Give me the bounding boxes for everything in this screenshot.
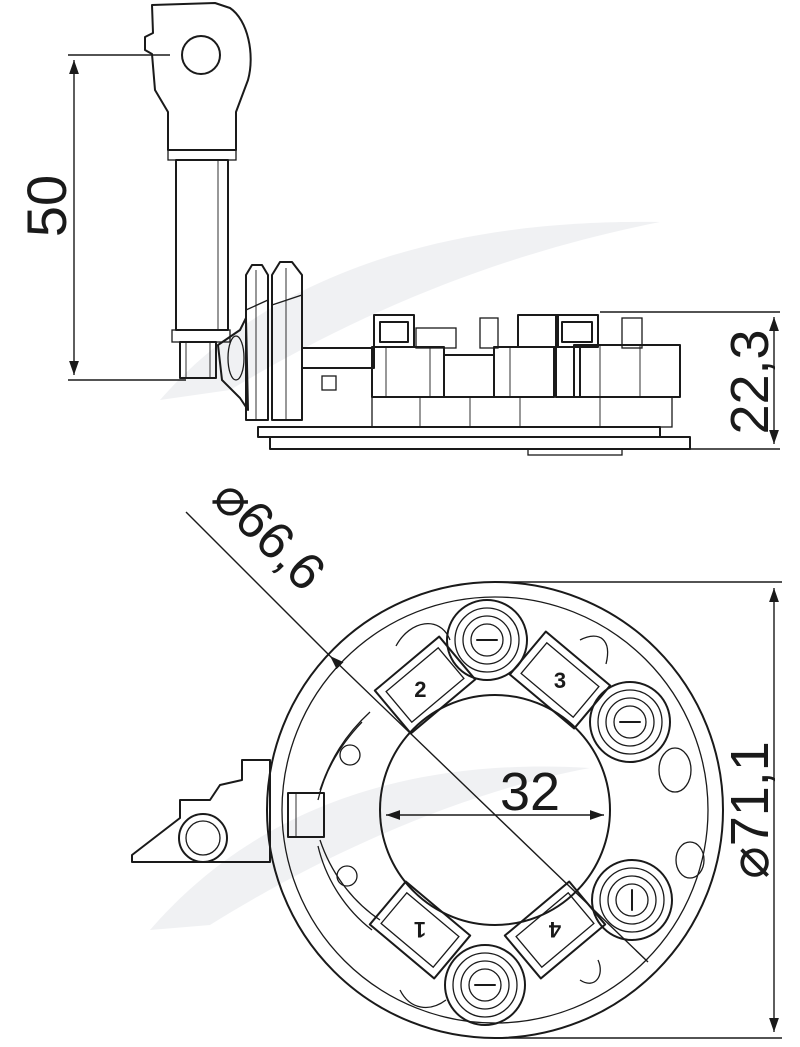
- dimension-71-1: ⌀71,1: [495, 581, 782, 1039]
- side-view: [144, 2, 691, 456]
- spring-right-top: [589, 681, 671, 763]
- terminal-lug: [144, 2, 252, 161]
- dimension-32-label: 32: [500, 762, 560, 822]
- dimension-66-6-label: ⌀66,6: [202, 467, 337, 602]
- brush-holder-body: [371, 314, 681, 428]
- small-nut: [321, 375, 337, 391]
- watermark: [150, 221, 660, 930]
- brush-number-3: 3: [554, 668, 566, 693]
- side-plates: [245, 261, 303, 421]
- lead-wires: [317, 623, 609, 1009]
- brush-number-1: 1: [414, 917, 426, 942]
- brush-number-2: 2: [414, 677, 426, 702]
- side-terminal: [131, 759, 325, 863]
- seal-grommet: [217, 317, 249, 411]
- terminal-rod: [171, 159, 231, 379]
- brush-holder-2: 2: [373, 635, 477, 735]
- base-plate: [257, 426, 691, 456]
- spring-top: [446, 599, 528, 681]
- shaft: [301, 347, 375, 369]
- dimension-50-label: 50: [15, 175, 78, 237]
- brush-holder-3: 3: [508, 630, 612, 730]
- dimension-22-3-label: 22,3: [720, 329, 780, 434]
- brush-number-4: 4: [548, 917, 561, 942]
- dimension-50: 50: [15, 54, 186, 381]
- dimension-22-3: 22,3: [600, 311, 780, 450]
- spring-bottom: [444, 944, 526, 1026]
- brush-holder-1: 1: [368, 880, 472, 980]
- bore: [379, 694, 611, 926]
- dimension-71-1-label: ⌀71,1: [720, 741, 780, 879]
- spring-right-bottom: [591, 859, 673, 941]
- dimension-32: 32: [386, 762, 604, 822]
